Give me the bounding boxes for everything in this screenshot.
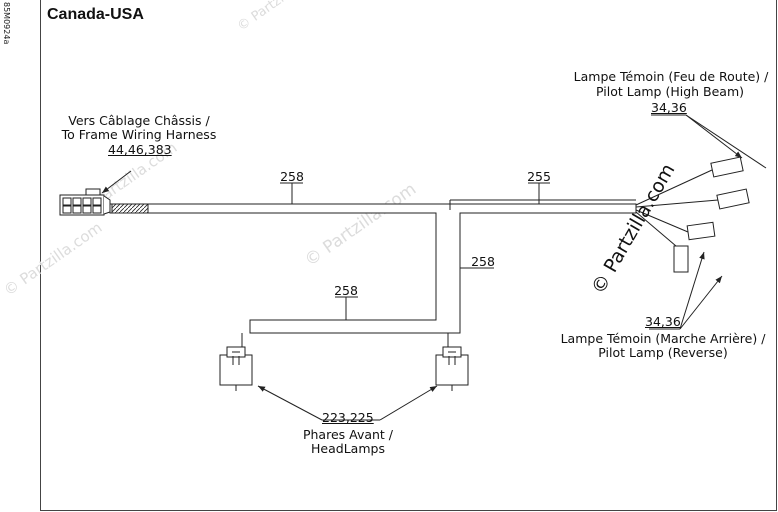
pilot-lamp-connectors: [635, 156, 750, 273]
main-harness: [109, 199, 637, 334]
high-beam-ref: 34,36: [651, 100, 687, 115]
wire-ref-258-main: 258: [280, 169, 304, 184]
document-id: 85M0924a: [2, 2, 11, 45]
reverse-label-2: Pilot Lamp (Reverse): [598, 345, 728, 360]
wire-ref-258-branch: 258: [334, 283, 358, 298]
frame-harness-label-1: Vers Câblage Châssis /: [68, 113, 210, 128]
frame-harness-connector: [59, 188, 111, 216]
headlamps-ref: 223,225: [322, 410, 374, 425]
frame-harness-label-2: To Frame Wiring Harness: [61, 127, 217, 142]
diagram-title: Canada-USA: [47, 6, 144, 23]
headlamp-connector-right: [435, 333, 469, 391]
wire-ref-258-vertical: 258: [471, 254, 495, 269]
headlamps-label-1: Phares Avant /: [302, 427, 394, 442]
reverse-ref: 34,36: [645, 314, 681, 329]
headlamps-label-2: HeadLamps: [311, 441, 385, 456]
wire-ref-255: 255: [527, 169, 551, 184]
headlamp-connector-left: [219, 333, 253, 391]
frame-harness-ref: 44,46,383: [108, 142, 172, 157]
high-beam-label-2: Pilot Lamp (High Beam): [596, 84, 744, 99]
diagram-frame: [40, 0, 777, 511]
reverse-label-1: Lampe Témoin (Marche Arrière) /: [560, 331, 766, 346]
high-beam-label-1: Lampe Témoin (Feu de Route) /: [573, 69, 769, 84]
